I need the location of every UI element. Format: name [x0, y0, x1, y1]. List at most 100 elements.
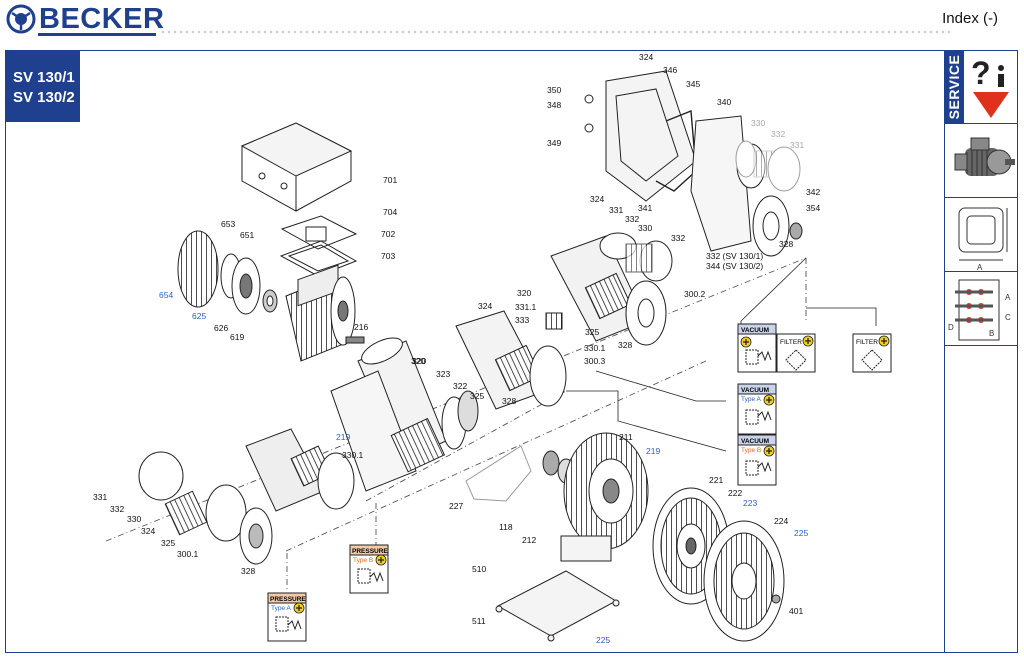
symbol-filter-2: FILTER: [852, 333, 892, 373]
part-118: 118: [499, 522, 513, 532]
variant-note-344: 344 (SV 130/2): [706, 261, 763, 271]
part-331-1: 331.1: [515, 302, 537, 312]
motor-216: [285, 264, 365, 362]
rotor-330-1-left: [245, 428, 355, 512]
part-328-top: 328: [779, 239, 793, 249]
part-333: 333: [515, 315, 529, 325]
part-510: 510: [472, 564, 486, 574]
terminal-board: [280, 215, 358, 250]
housing-assembly-bottom-left: [138, 451, 273, 565]
terminal-label-c: C: [1005, 313, 1011, 322]
base-plate-510: [495, 570, 620, 642]
becker-logo-icon: [6, 4, 36, 34]
symbol-filter-2-label: FILTER: [856, 339, 878, 346]
part-331-grey: 331: [790, 140, 804, 150]
housing-320-left: [330, 337, 479, 492]
part-330-mid: 330: [638, 223, 652, 233]
exploded-view-diagram: 324 346 345 350 348 340 330 332 331 349 …: [93, 52, 892, 645]
part-324-center: 324: [478, 301, 492, 311]
part-211: 211: [619, 432, 633, 442]
terminal-box-cover: [240, 122, 353, 212]
model-title: SV 130/1 SV 130/2: [5, 50, 80, 122]
part-320-center: 320: [412, 356, 426, 366]
part-342: 342: [806, 187, 820, 197]
symbol-vacuum-type-b: VACUUM Type B: [737, 434, 777, 486]
part-300-2: 300.2: [684, 289, 706, 299]
terminal-label-a: A: [1005, 293, 1011, 302]
part-653: 653: [221, 219, 235, 229]
sidebar: SERVICE ? A: [944, 50, 1018, 653]
part-325-bl: 325: [161, 538, 175, 548]
dim-label-a: A: [977, 263, 983, 272]
part-225-bottom: 225: [596, 635, 610, 645]
symbol-vacuum-type-a: VACUUM Type A: [737, 383, 777, 435]
gasket-227: [465, 445, 532, 502]
symbol-vacuum-a-label: VACUUM: [741, 387, 769, 394]
part-325-mid: 325: [585, 327, 599, 337]
part-331-bl: 331: [93, 492, 107, 502]
becker-logo[interactable]: BECKER: [6, 4, 164, 34]
symbol-pressure-a-type: Type A: [271, 605, 292, 612]
part-345: 345: [686, 79, 700, 89]
model-line-2: SV 130/2: [13, 89, 75, 106]
part-219-left: 219: [336, 432, 350, 442]
part-625: 625: [192, 311, 206, 321]
part-703: 703: [381, 251, 395, 261]
dimension-drawing-thumbnail[interactable]: A: [945, 198, 1017, 272]
symbol-pressure-type-b: PRESSURE Type B: [349, 544, 389, 594]
part-212: 212: [522, 535, 536, 545]
part-330-1-mid: 330.1: [584, 343, 606, 353]
part-320-mid: 320: [517, 288, 531, 298]
housing-320-middle: [550, 232, 673, 346]
part-332-grey: 332: [771, 129, 785, 139]
grey-parts-330-332-331: [735, 140, 801, 192]
part-626: 626: [214, 323, 228, 333]
part-340: 340: [717, 97, 731, 107]
part-330-grey: 330: [751, 118, 765, 128]
blower-cover-224: [703, 520, 785, 642]
part-511: 511: [472, 616, 486, 626]
service-strip: SERVICE: [945, 50, 964, 123]
service-help-icon: ?: [971, 55, 1009, 118]
part-322: 322: [453, 381, 467, 391]
part-354: 354: [806, 203, 820, 213]
brand-underline: [38, 33, 156, 36]
part-222: 222: [728, 488, 742, 498]
bearing-619: [262, 289, 278, 313]
part-323: 323: [436, 369, 450, 379]
blower-housing-211: [560, 432, 649, 562]
symbol-vacuum-a-type: Type A: [741, 396, 762, 403]
part-320-left: 320: [411, 356, 425, 366]
symbol-vacuum-b-label: VACUUM: [741, 438, 769, 445]
service-button[interactable]: SERVICE ?: [945, 50, 1017, 124]
part-349: 349: [547, 138, 561, 148]
part-324-mid: 324: [590, 194, 604, 204]
index-link[interactable]: Index (-): [942, 10, 998, 27]
part-328-mid: 328: [618, 340, 632, 350]
service-label: SERVICE: [946, 54, 962, 120]
fan-651: [220, 253, 261, 315]
flange-342-354: [752, 195, 803, 257]
part-324-top: 324: [639, 52, 653, 62]
motor-thumbnail[interactable]: [945, 124, 1017, 198]
symbol-vacuum: VACUUM: [737, 323, 777, 373]
symbol-pressure-b-type: Type B: [353, 557, 373, 564]
model-line-1: SV 130/1: [13, 69, 75, 86]
part-224: 224: [774, 516, 788, 526]
symbol-filter-1-label: FILTER: [780, 339, 802, 346]
part-328-center: 328: [502, 396, 516, 406]
end-housing-346: [584, 70, 697, 202]
symbol-pressure-a-label: PRESSURE: [270, 596, 306, 603]
housing-324-center: [455, 310, 567, 410]
part-223: 223: [743, 498, 757, 508]
part-328-bl: 328: [241, 566, 255, 576]
part-325-center: 325: [470, 391, 484, 401]
part-225-right: 225: [794, 528, 808, 538]
symbol-pressure-b-label: PRESSURE: [352, 548, 388, 555]
part-324-bl: 324: [141, 526, 155, 536]
part-701: 701: [383, 175, 397, 185]
part-348: 348: [547, 100, 561, 110]
terminal-box-thumbnail[interactable]: A B C D: [945, 272, 1017, 346]
header-dotted-rule: [160, 30, 950, 34]
part-330-bl: 330: [127, 514, 141, 524]
